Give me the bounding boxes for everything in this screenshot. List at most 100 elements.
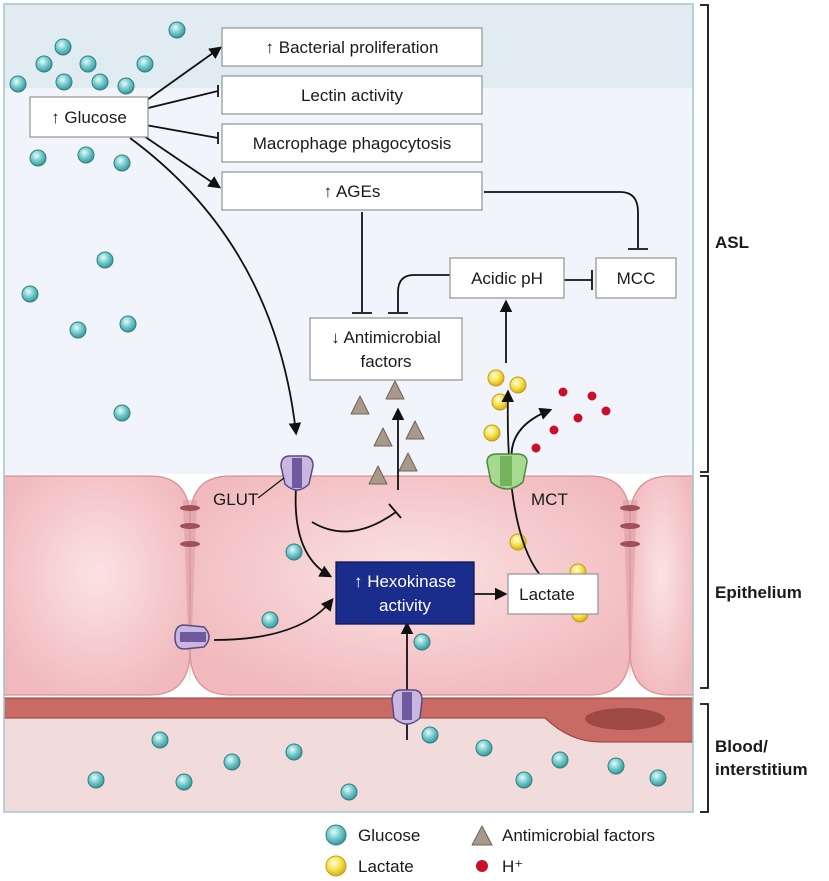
- h-plus-particle: [601, 406, 611, 416]
- inhibit-to-macrophage: [139, 123, 219, 139]
- basolateral-transporter: [174, 624, 210, 650]
- macrophage-box-frame: [221, 123, 483, 163]
- glucose-particle: [607, 757, 625, 775]
- arrow-to-ages: [137, 131, 222, 189]
- antimicrobial-particle: [398, 452, 418, 472]
- glucose-effect-arrows: [129, 46, 302, 436]
- lactate-box-frame: [507, 573, 599, 615]
- antimicrobial-box-frame: [309, 317, 463, 381]
- glucose-particle: [649, 769, 667, 787]
- mcc-box-label: MCC: [617, 269, 656, 288]
- glucose-particle: [515, 771, 533, 789]
- inhibit-bar-secretion: [388, 503, 402, 519]
- acidic-ph-box: Acidic pH: [449, 257, 565, 299]
- glucose-particle: [117, 77, 135, 95]
- diagram-frame: [3, 3, 694, 813]
- inhibit-ph-to-antimicrobial: [397, 274, 450, 312]
- antimicrobial-particle: [368, 465, 388, 485]
- mct-label: MCT: [531, 490, 568, 509]
- mcc-box-frame: [595, 257, 677, 299]
- inhibit-glut-to-secretion: [311, 511, 397, 533]
- glucose-particle: [113, 404, 131, 422]
- glucose-particle: [261, 611, 279, 629]
- glucose-particle: [175, 773, 193, 791]
- arrow-glut-to-hexokinase: [294, 487, 333, 578]
- tight-junction-dot: [620, 541, 640, 547]
- glucose-particle: [168, 21, 186, 39]
- glucose-particle: [21, 285, 39, 303]
- lectin-box-frame: [221, 75, 483, 115]
- glucose-particle: [77, 146, 95, 164]
- glucose-particle: [54, 38, 72, 56]
- glucose-particle: [113, 154, 131, 172]
- bacterial-box-label: ↑ Bacterial proliferation: [266, 38, 439, 57]
- region-brackets: [700, 4, 709, 813]
- bacterial-box-frame: [221, 27, 483, 67]
- hexokinase-box-frame: [335, 561, 475, 625]
- glut-channel: [292, 458, 302, 488]
- glucose-particle: [96, 251, 114, 269]
- legend-antimicrobial-swatch: [471, 825, 493, 846]
- h-plus-particles: [531, 387, 611, 453]
- ages-box: ↑ AGEs: [221, 171, 483, 211]
- ages-box-frame: [221, 171, 483, 211]
- antimicrobial-particle: [385, 380, 405, 400]
- lactate-box-label: Lactate: [519, 585, 575, 604]
- arrow-to-bacterial: [139, 46, 223, 106]
- tight-junction-dot: [180, 541, 200, 547]
- glucose-particle: [285, 743, 303, 761]
- glucose-particle: [9, 75, 27, 93]
- acidic-ph-box-frame: [449, 257, 565, 299]
- basolateral-channel: [180, 632, 206, 642]
- h-plus-particle: [549, 425, 559, 435]
- glucose-box-label: ↑ Glucose: [51, 108, 127, 127]
- arrow-lactate-through-mct: [501, 389, 541, 576]
- antimicrobial-box-line1: ↓ Antimicrobial: [331, 328, 441, 347]
- h-plus-particle: [587, 391, 597, 401]
- glucose-particle: [475, 739, 493, 757]
- acidic-ph-box-label: Acidic pH: [471, 269, 543, 288]
- legend: Glucose Lactate Antimicrobial factors H⁺: [325, 824, 655, 877]
- epithelium-bracket: [700, 475, 709, 689]
- lactate-box: Lactate: [507, 573, 599, 615]
- glucose-particle: [421, 726, 439, 744]
- macrophage-box: Macrophage phagocytosis: [221, 123, 483, 163]
- glucose-particle: [55, 73, 73, 91]
- glucose-particle: [91, 73, 109, 91]
- antimicrobial-particle: [405, 420, 425, 440]
- legend-antimicrobial-label: Antimicrobial factors: [502, 826, 655, 845]
- glucose-particle: [340, 783, 358, 801]
- asl-bracket: [700, 4, 709, 473]
- blood-label-line2: interstitium: [715, 760, 808, 779]
- glucose-particle: [413, 633, 431, 651]
- glucose-particle: [136, 55, 154, 73]
- epithelium-label: Epithelium: [715, 583, 802, 602]
- blood-transporter: [391, 689, 423, 725]
- antimicrobial-particles: [350, 380, 425, 485]
- blood-bracket: [700, 703, 709, 813]
- antimicrobial-particle: [373, 427, 393, 447]
- inhibit-ages-to-mcc: [484, 191, 639, 248]
- lactate-particle: [483, 424, 501, 442]
- mct-transporter: [486, 453, 528, 490]
- basement-membrane: [3, 697, 694, 743]
- legend-lactate-swatch: [325, 855, 347, 877]
- arrow-basolateral-to-hexokinase: [213, 598, 334, 641]
- glucose-box: ↑ Glucose: [29, 96, 149, 138]
- glut-label: GLUT: [213, 490, 258, 509]
- lactate-particle: [509, 376, 527, 394]
- hexokinase-box-line1: ↑ Hexokinase: [354, 572, 456, 591]
- ages-box-label: ↑ AGEs: [324, 182, 381, 201]
- blood-transporter-channel: [402, 692, 412, 720]
- glucose-particle: [35, 55, 53, 73]
- bacterial-box: ↑ Bacterial proliferation: [221, 27, 483, 67]
- vessel-lumen: [585, 708, 665, 730]
- blood-label-line1: Blood/: [715, 737, 768, 756]
- glucose-particle: [223, 753, 241, 771]
- glucose-particle: [285, 543, 303, 561]
- glut-transporter: [280, 455, 314, 491]
- tight-junction-dot: [180, 523, 200, 529]
- antimicrobial-particle: [350, 395, 370, 415]
- antimicrobial-box-line2: factors: [360, 352, 411, 371]
- glucose-particle: [551, 751, 569, 769]
